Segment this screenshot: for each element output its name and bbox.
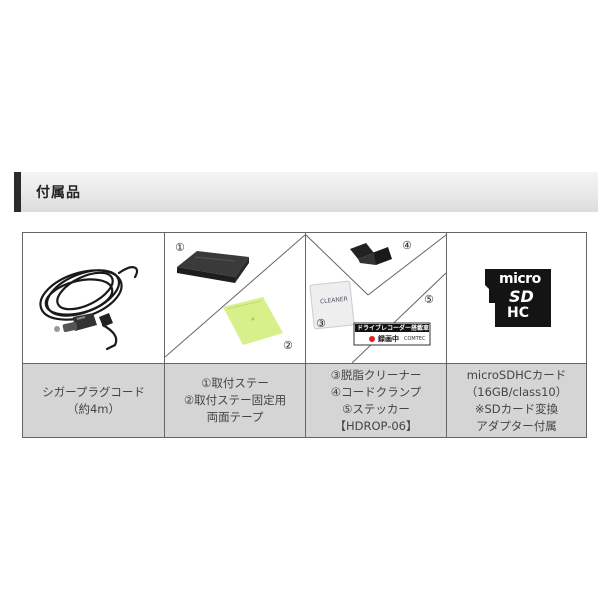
cigar-plug-cord-caption: シガープラグコード （約4m）: [23, 363, 164, 437]
item-number: ①: [175, 241, 185, 254]
caption-line: ③脱脂クリーナー: [330, 367, 422, 382]
microsd-card-image: micro SD HC: [447, 233, 586, 363]
caption-line: ⑤ステッカー: [342, 401, 410, 416]
caption-line: （約4m）: [66, 401, 121, 416]
caption-line: 【HDROP-06】: [334, 418, 418, 433]
caption-line: （16GB/class10）: [465, 384, 568, 399]
item-number: ②: [283, 339, 293, 352]
card-hc-text: HC: [507, 305, 529, 321]
caption-line: ④コードクランプ: [330, 384, 422, 399]
column-divider: [446, 233, 447, 437]
cleaner-clamp-sticker-image: ④ ⑤ ③ CLEANER ドライブレコーダー搭載車 録画中 COMTEC: [306, 233, 446, 363]
caption-line: microSDHCカード: [466, 367, 567, 382]
caption-line: ②取付ステー固定用: [183, 393, 287, 407]
cigar-plug-cord-image: [23, 233, 164, 363]
sticker-brand: COMTEC: [404, 336, 426, 342]
item-number: ④: [402, 239, 412, 252]
mount-stay-caption: ①取付ステー ②取付ステー固定用 両面テープ: [165, 363, 305, 437]
caption-line: ①取付ステー: [201, 376, 269, 390]
sticker-text: ドライブレコーダー搭載車: [357, 325, 430, 332]
card-micro-text: micro: [499, 271, 541, 287]
caption-line: シガープラグコード: [42, 384, 145, 399]
microsd-card-caption: microSDHCカード （16GB/class10） ※SDカード変換 アダプ…: [447, 363, 586, 437]
caption-line: 両面テープ: [206, 410, 264, 424]
accessories-table: シガープラグコード （約4m） ① ② ①取付ステー ②取付ステー固定用 両面テ…: [22, 232, 587, 438]
item-number: ⑤: [424, 293, 434, 306]
item-number: ③: [316, 317, 326, 330]
caption-line: ※SDカード変換: [474, 401, 559, 416]
section-title: 付属品: [36, 185, 81, 201]
mount-stay-image: ① ②: [165, 233, 305, 363]
caption-line: アダプター付属: [476, 418, 557, 433]
sticker-rec-text: 録画中: [378, 335, 399, 343]
section-header: 付属品: [14, 172, 598, 212]
cleaner-clamp-sticker-caption: ③脱脂クリーナー ④コードクランプ ⑤ステッカー 【HDROP-06】: [306, 363, 446, 437]
column-divider: [164, 233, 165, 437]
card-sd-logo: SD: [509, 287, 534, 306]
column-divider: [305, 233, 306, 437]
header-accent-bar: [14, 172, 21, 212]
